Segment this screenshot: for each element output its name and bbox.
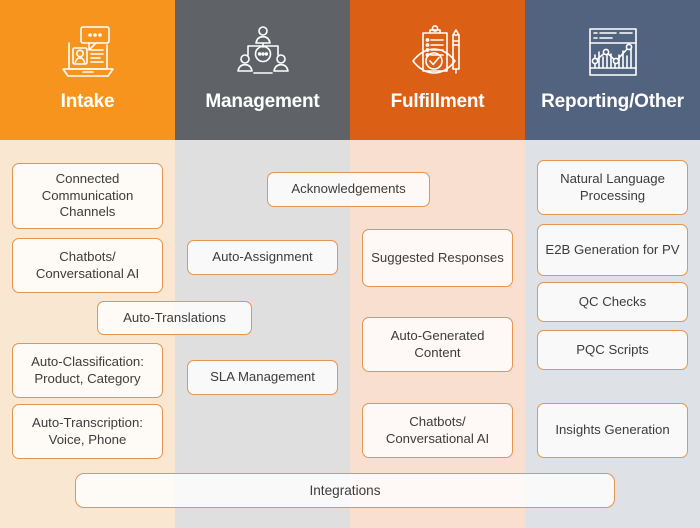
card-auto-classification[interactable]: Auto-Classification: Product, Category xyxy=(12,343,163,398)
card-auto-assignment[interactable]: Auto-Assignment xyxy=(187,240,338,275)
card-label: Chatbots/ Conversational AI xyxy=(35,249,140,281)
column-header-intake: Intake xyxy=(0,0,175,140)
card-natural-language-processing[interactable]: Natural Language Processing xyxy=(537,160,688,215)
card-label: Auto-Classification: Product, Category xyxy=(31,354,144,386)
card-auto-translations[interactable]: Auto-Translations xyxy=(97,301,252,335)
card-label: Suggested Responses xyxy=(371,249,504,265)
card-label: Acknowledgements xyxy=(291,181,406,197)
card-auto-generated-content[interactable]: Auto-Generated Content xyxy=(362,317,513,372)
card-label: E2B Generation for PV xyxy=(545,241,680,257)
card-auto-transcription[interactable]: Auto-Transcription: Voice, Phone xyxy=(12,404,163,459)
column-header-management: Management xyxy=(175,0,350,140)
card-label: PQC Scripts xyxy=(576,341,649,357)
card-label: Integrations xyxy=(309,483,381,498)
card-label: Natural Language Processing xyxy=(560,171,665,203)
column-title-intake: Intake xyxy=(60,91,115,112)
card-label: Auto-Translations xyxy=(123,309,226,325)
card-label: Auto-Transcription: Voice, Phone xyxy=(32,415,143,447)
card-connected-communication-channels[interactable]: Connected Communication Channels xyxy=(12,163,163,229)
org-chart-people-icon xyxy=(232,21,294,83)
card-label: Auto-Generated Content xyxy=(390,328,485,360)
clipboard-eye-pen-icon xyxy=(407,21,469,83)
column-header-fulfillment: Fulfillment xyxy=(350,0,525,140)
column-header-reporting: Reporting/Other xyxy=(525,0,700,140)
card-acknowledgements[interactable]: Acknowledgements xyxy=(267,172,430,207)
card-pqc-scripts[interactable]: PQC Scripts xyxy=(537,330,688,370)
card-label: Connected Communication Channels xyxy=(41,171,134,220)
card-integrations[interactable]: Integrations xyxy=(75,473,615,508)
card-e2b-generation-for-pv[interactable]: E2B Generation for PV xyxy=(537,224,688,276)
card-label: Auto-Assignment xyxy=(212,249,313,265)
card-label: Insights Generation xyxy=(555,422,670,438)
card-chatbots-conversational-ai-intake[interactable]: Chatbots/ Conversational AI xyxy=(12,238,163,293)
laptop-chat-icon xyxy=(57,21,119,83)
column-title-fulfillment: Fulfillment xyxy=(390,91,485,112)
column-title-reporting: Reporting/Other xyxy=(541,91,684,112)
column-title-management: Management xyxy=(205,91,320,112)
card-insights-generation[interactable]: Insights Generation xyxy=(537,403,688,458)
column-headers: Intake Management xyxy=(0,0,700,140)
card-label: Chatbots/ Conversational AI xyxy=(385,414,490,446)
card-chatbots-conversational-ai-fulfillment[interactable]: Chatbots/ Conversational AI xyxy=(362,403,513,458)
card-label: QC Checks xyxy=(578,293,647,309)
card-label: SLA Management xyxy=(210,369,315,385)
report-chart-icon xyxy=(582,21,644,83)
card-suggested-responses[interactable]: Suggested Responses xyxy=(362,229,513,287)
card-qc-checks[interactable]: QC Checks xyxy=(537,282,688,322)
card-sla-management[interactable]: SLA Management xyxy=(187,360,338,395)
